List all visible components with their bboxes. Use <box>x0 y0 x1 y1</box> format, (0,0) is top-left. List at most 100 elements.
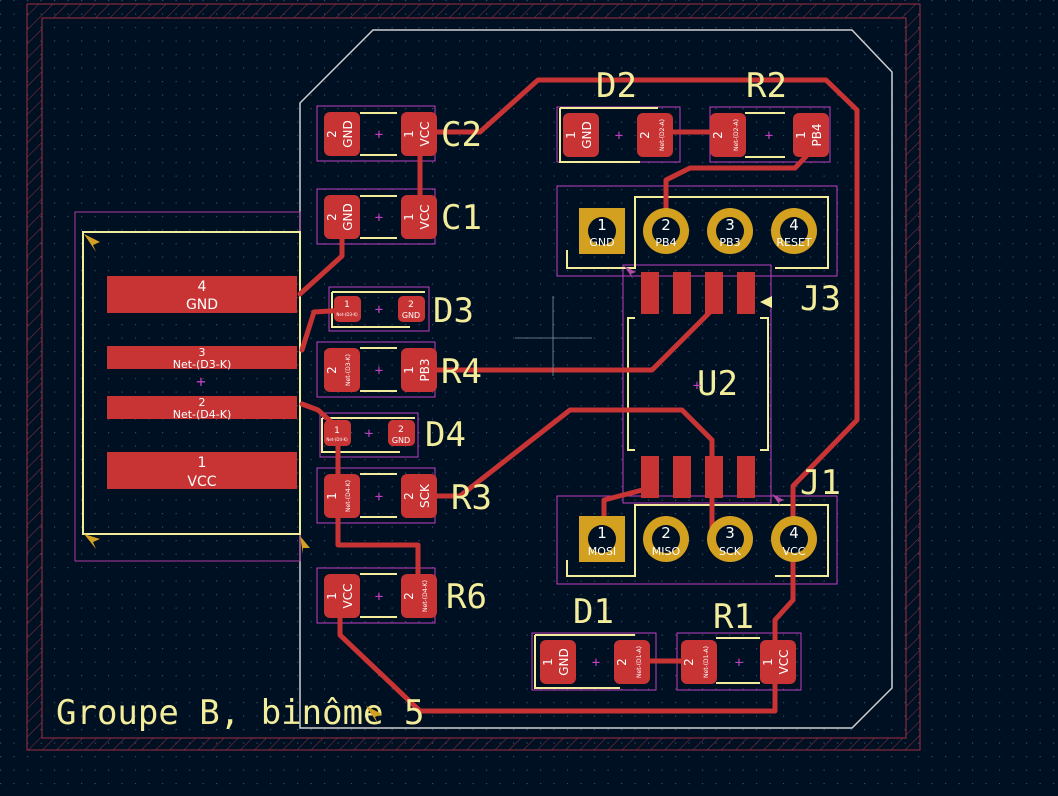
j3-pin-4-net: RESET <box>776 236 812 249</box>
usb-pad-4 <box>107 276 297 313</box>
c2-pad-a-net: GND <box>341 120 355 148</box>
usb-pad-3-net: Net-(D3-K) <box>173 358 232 371</box>
d4-pad-b-net: GND <box>392 436 410 445</box>
r4-pad-a-net: Net-(D3-K) <box>345 354 352 386</box>
component-r3[interactable]: 1 Net-(D4-K) 2 SCK + R3 <box>324 474 492 518</box>
r3-pad-b-number: 2 <box>402 492 416 500</box>
svg-text:+: + <box>375 363 383 379</box>
svg-text:+: + <box>375 127 383 143</box>
j3-pin-4-number: 4 <box>789 216 799 234</box>
j1-pin-3-number: 3 <box>725 524 735 542</box>
c1-pad-b-net: VCC <box>418 205 432 230</box>
d1-pad-b-number: 2 <box>615 658 629 666</box>
component-d4[interactable]: 1 Net-(D4-K) 2 GND + D4 <box>324 415 466 455</box>
svg-text:+: + <box>375 302 383 318</box>
keepout-zone <box>26 3 921 751</box>
d4-pad-a-number: 1 <box>334 426 340 436</box>
r6-reference: R6 <box>446 577 487 617</box>
svg-text:+: + <box>693 378 701 394</box>
j3-pin-2-net: PB4 <box>655 236 676 249</box>
svg-text:+: + <box>592 655 600 671</box>
r3-pad-a-net: Net-(D4-K) <box>345 480 352 512</box>
r1-reference: R1 <box>713 597 754 637</box>
d2-pad-a-net: GND <box>580 121 594 149</box>
u2-reference: U2 <box>697 364 738 404</box>
r2-reference: R2 <box>746 66 787 106</box>
svg-text:+: + <box>735 655 743 671</box>
usb-pad-1-number: 1 <box>198 455 207 471</box>
r6-pad-a-net: VCC <box>341 584 355 609</box>
r4-pad-b-number: 1 <box>402 366 416 374</box>
d1-reference: D1 <box>573 592 614 632</box>
component-d1[interactable]: 1 GND 2 Net-(D1-A) + D1 <box>540 592 650 684</box>
d2-reference: D2 <box>596 66 637 106</box>
d1-pad-b-net: Net-(D1-A) <box>636 646 643 678</box>
board-silkscreen-text: Groupe B, binôme 5 <box>56 693 424 733</box>
usb-connector[interactable] <box>74 211 310 562</box>
r2-pad-b-net: PB4 <box>810 123 824 146</box>
svg-text:+: + <box>375 489 383 505</box>
d1-pad-a-number: 1 <box>541 658 555 666</box>
r1-pad-b-net: VCC <box>777 650 791 675</box>
component-d3[interactable]: 1 Net-(D3-K) 2 GND + D3 <box>334 291 474 331</box>
component-r1[interactable]: 2 Net-(D1-A) 1 VCC + R1 <box>681 597 796 684</box>
d4-pad-b-number: 2 <box>398 425 404 435</box>
usb-pad-3 <box>107 346 297 369</box>
component-r4[interactable]: 2 Net-(D3-K) 1 PB3 + R4 <box>324 348 482 392</box>
r6-pad-a-number: 1 <box>325 592 339 600</box>
c1-reference: C1 <box>441 198 482 238</box>
r3-pad-b-net: SCK <box>418 483 432 508</box>
j1-pin-4-net: VCC <box>783 545 806 558</box>
anchor-markers <box>624 266 784 507</box>
silkscreen-outlines <box>321 107 829 689</box>
r4-pad-b-net: PB3 <box>418 358 432 381</box>
j3-pin-2-number: 2 <box>661 216 671 234</box>
d3-reference: D3 <box>433 291 474 331</box>
usb-pad-1 <box>107 452 297 489</box>
component-r2[interactable]: 2 Net-(D2-A) 1 PB4 + R2 <box>710 66 829 157</box>
c2-pad-a-number: 2 <box>325 130 339 138</box>
component-j1[interactable]: 1 MOSI 2 MISO 3 SCK 4 VCC J1 <box>579 463 841 562</box>
d3-pad-a-number: 1 <box>344 300 350 310</box>
svg-text:+: + <box>375 589 383 605</box>
r2-pad-a-number: 2 <box>711 131 725 139</box>
j1-pin-1-number: 1 <box>597 524 607 542</box>
j1-pin-3-net: SCK <box>719 545 742 558</box>
usb-center-mark: + <box>196 372 206 391</box>
d3-pad-a-net: Net-(D3-K) <box>336 312 358 317</box>
r4-reference: R4 <box>441 352 482 392</box>
r1-pad-a-net: Net-(D1-A) <box>703 646 710 678</box>
j1-pin-4-number: 4 <box>789 524 799 542</box>
d3-pad-b-number: 2 <box>408 300 414 310</box>
usb-pad-2-number: 2 <box>199 396 206 409</box>
d2-pad-b-number: 2 <box>638 131 652 139</box>
component-j3[interactable]: 1 GND 2 PB4 3 PB3 4 RESET J3 <box>579 208 841 319</box>
r3-reference: R3 <box>451 478 492 518</box>
usb-pad-4-number: 4 <box>198 279 207 295</box>
svg-text:+: + <box>615 128 623 144</box>
j1-reference: J1 <box>800 463 841 503</box>
c2-pad-b-net: VCC <box>418 122 432 147</box>
d2-pad-b-net: Net-(D2-A) <box>659 119 666 151</box>
component-u2[interactable]: U2 + <box>641 272 755 498</box>
r6-pad-b-number: 2 <box>402 592 416 600</box>
usb-pad-3-number: 3 <box>199 346 206 359</box>
component-c2[interactable]: 2 GND 1 VCC + C2 <box>324 112 482 156</box>
r2-pad-a-net: Net-(D2-A) <box>733 119 740 151</box>
component-c1[interactable]: 2 GND 1 VCC + C1 <box>324 195 482 239</box>
r4-pad-a-number: 2 <box>325 366 339 374</box>
usb-pad-4-net: GND <box>186 297 218 313</box>
c2-pad-b-number: 1 <box>402 130 416 138</box>
d2-pad-a-number: 1 <box>564 131 578 139</box>
r2-pad-b-number: 1 <box>794 131 808 139</box>
c1-pad-b-number: 1 <box>402 213 416 221</box>
j3-pin-1-net: GND <box>589 236 614 249</box>
d4-reference: D4 <box>425 415 466 455</box>
usb-pad-2-net: Net-(D4-K) <box>173 408 232 421</box>
svg-text:+: + <box>375 210 383 226</box>
mouse-pointer-icon <box>366 706 382 724</box>
board-edge-cuts <box>299 29 893 729</box>
component-r6[interactable]: 1 VCC 2 Net-(D4-K) + R6 <box>324 574 487 618</box>
component-d2[interactable]: 1 GND 2 Net-(D2-A) + D2 <box>563 66 673 157</box>
